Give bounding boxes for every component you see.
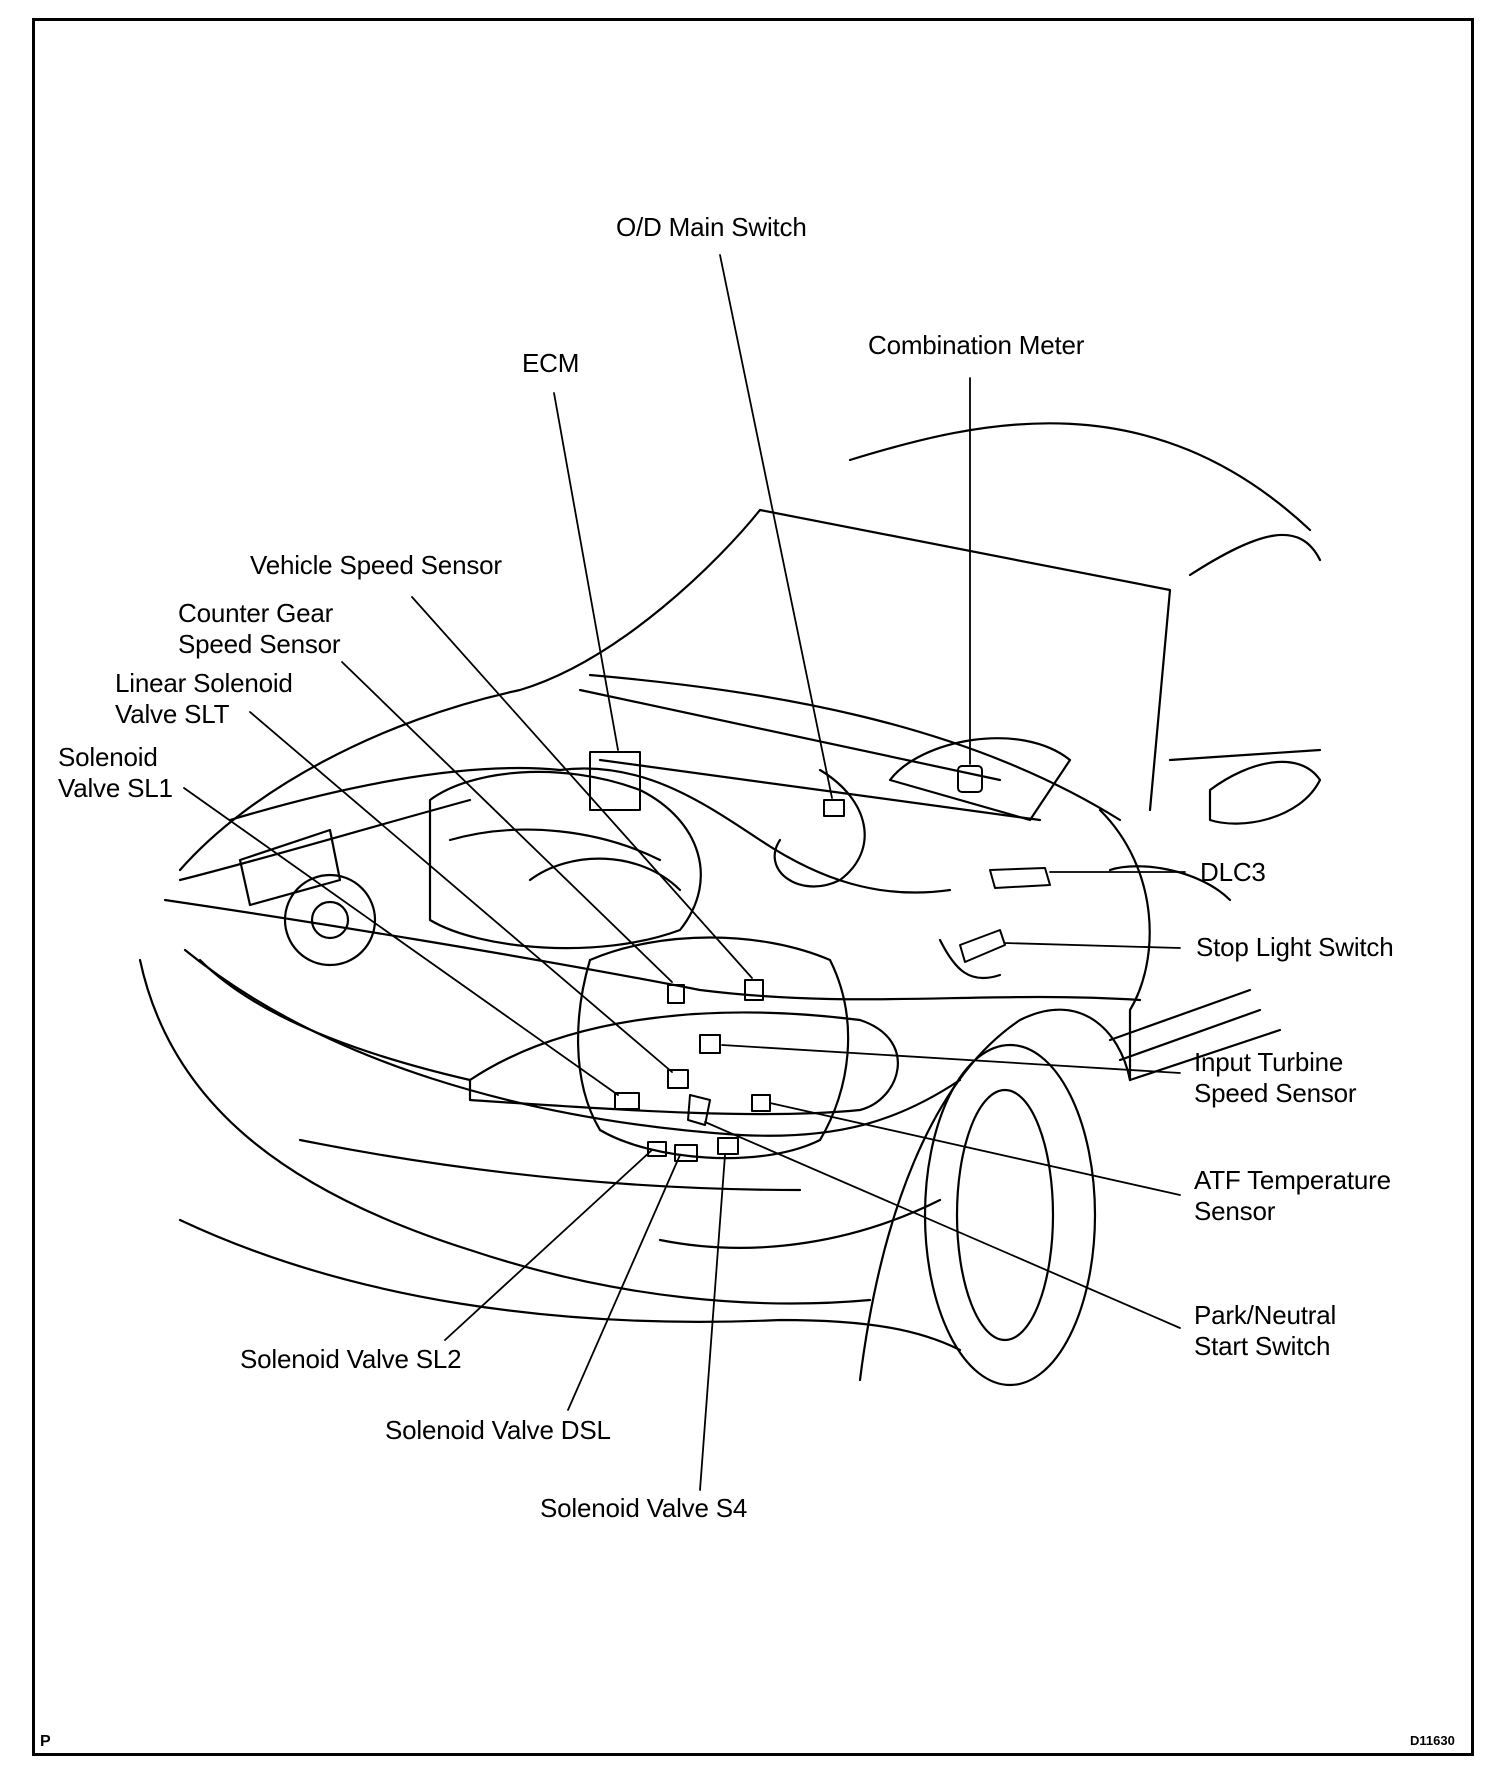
label-vehicle-speed-sensor: Vehicle Speed Sensor	[250, 550, 502, 580]
fender	[1098, 808, 1151, 1082]
leader-ecm	[553, 392, 619, 751]
pulley-hub	[310, 900, 350, 940]
stop-light-switch-part	[959, 929, 1006, 963]
transaxle	[577, 936, 850, 1160]
pulley	[283, 873, 377, 967]
label-atf-line1: ATF Temperature	[1194, 1165, 1391, 1195]
windshield	[758, 508, 1172, 812]
wheel-arch	[858, 1008, 1132, 1382]
hood-front-edge	[178, 798, 472, 882]
leader-vehicle-speed-sensor	[411, 596, 753, 979]
leader-s4	[699, 1154, 726, 1491]
leader-linear-solenoid-slt	[249, 711, 673, 1073]
counter-gear-sensor-part	[667, 984, 685, 1004]
headlamp	[468, 1011, 899, 1116]
label-solenoid-valve-dsl: Solenoid Valve DSL	[385, 1415, 611, 1445]
label-pn-line2: Start Switch	[1194, 1331, 1331, 1361]
front-wheel	[923, 1043, 1097, 1387]
splash-line	[658, 1198, 942, 1249]
dlc3-part	[989, 867, 1051, 889]
fog-lamp-line	[298, 1138, 802, 1192]
components	[589, 751, 1051, 1162]
a-pillar	[1188, 533, 1322, 577]
ecm-unit	[589, 751, 641, 811]
label-park-neutral-start-switch: Park/Neutral Start Switch	[1194, 1300, 1336, 1362]
brake-pedal-arm	[938, 938, 1002, 980]
intake-pipe	[528, 857, 682, 892]
leader-stop-light-switch	[1004, 942, 1181, 949]
leader-input-turbine	[721, 1044, 1181, 1074]
figure-frame	[32, 18, 1474, 1756]
mirror	[1208, 760, 1322, 825]
firewall-line	[578, 688, 1002, 782]
combination-meter-part	[957, 765, 983, 793]
side-moulding	[1108, 988, 1262, 1062]
wheel-rim	[955, 1088, 1055, 1342]
vehicle-speed-sensor-part	[744, 979, 764, 1001]
label-slt-line1: Linear Solenoid	[115, 668, 293, 698]
side-window	[1168, 748, 1322, 762]
input-turbine-sensor-part	[699, 1034, 721, 1054]
label-linear-solenoid-valve-slt: Linear Solenoid Valve SLT	[115, 668, 293, 730]
leader-atf-temp	[769, 1102, 1181, 1196]
label-stop-light-switch: Stop Light Switch	[1196, 932, 1394, 962]
leader-od-main-switch	[719, 254, 833, 799]
meter-hood	[888, 737, 1072, 822]
hood-edge	[178, 508, 762, 872]
leader-pn-switch	[704, 1121, 1181, 1329]
bumper-top	[163, 898, 1142, 1002]
leader-sl2	[444, 1149, 653, 1341]
windshield-base	[588, 673, 1122, 822]
label-counter-gear-line2: Speed Sensor	[178, 629, 341, 659]
atf-temp-sensor-part	[751, 1094, 771, 1112]
label-ecm: ECM	[522, 348, 580, 378]
slt-valve-part	[667, 1069, 689, 1089]
label-input-turbine-line1: Input Turbine	[1194, 1047, 1344, 1077]
label-atf-line2: Sensor	[1194, 1196, 1276, 1226]
sl1-valve-part	[614, 1092, 640, 1110]
label-solenoid-valve-sl2: Solenoid Valve SL2	[240, 1344, 462, 1374]
engine-block	[428, 770, 702, 950]
label-od-main-switch: O/D Main Switch	[616, 212, 807, 242]
leader-dsl	[567, 1154, 681, 1411]
label-input-turbine-speed-sensor: Input Turbine Speed Sensor	[1194, 1047, 1357, 1109]
label-input-turbine-line2: Speed Sensor	[1194, 1078, 1357, 1108]
label-atf-temperature-sensor: ATF Temperature Sensor	[1194, 1165, 1391, 1227]
cowl-line	[598, 758, 1042, 822]
bumper-lower	[138, 958, 872, 1305]
od-main-switch-part	[823, 799, 845, 817]
label-dlc3: DLC3	[1200, 857, 1266, 887]
harness	[773, 768, 866, 888]
label-pn-line1: Park/Neutral	[1194, 1300, 1337, 1330]
radiator	[238, 828, 342, 907]
lower-valance	[178, 1218, 962, 1352]
label-sl1-line2: Valve SL1	[58, 773, 173, 803]
label-combination-meter: Combination Meter	[868, 330, 1085, 360]
label-counter-gear-line1: Counter Gear	[178, 598, 334, 628]
label-sl1-line1: Solenoid	[58, 742, 158, 772]
car-outline	[138, 422, 1322, 1387]
label-solenoid-valve-sl1: Solenoid Valve SL1	[58, 742, 173, 804]
dsl-valve-part	[674, 1144, 698, 1162]
leader-counter-gear-speed-sensor	[341, 661, 673, 983]
leader-lines	[183, 254, 1186, 1491]
fender-liner	[1108, 865, 1232, 902]
s4-valve-part	[717, 1137, 739, 1155]
sl2-valve-part	[647, 1141, 667, 1157]
label-solenoid-valve-s4: Solenoid Valve S4	[540, 1493, 748, 1523]
label-slt-line2: Valve SLT	[115, 699, 230, 729]
label-counter-gear-speed-sensor: Counter Gear Speed Sensor	[178, 598, 341, 660]
corner-mark-left: P	[40, 1733, 51, 1750]
figure-code: D11630	[1410, 1733, 1455, 1748]
roof-line	[848, 422, 1312, 532]
grille	[198, 958, 472, 1082]
pn-switch-part	[687, 1094, 711, 1126]
leader-solenoid-sl1	[183, 787, 619, 1096]
cylinder-head	[448, 828, 662, 862]
bumper-face	[183, 948, 962, 1137]
